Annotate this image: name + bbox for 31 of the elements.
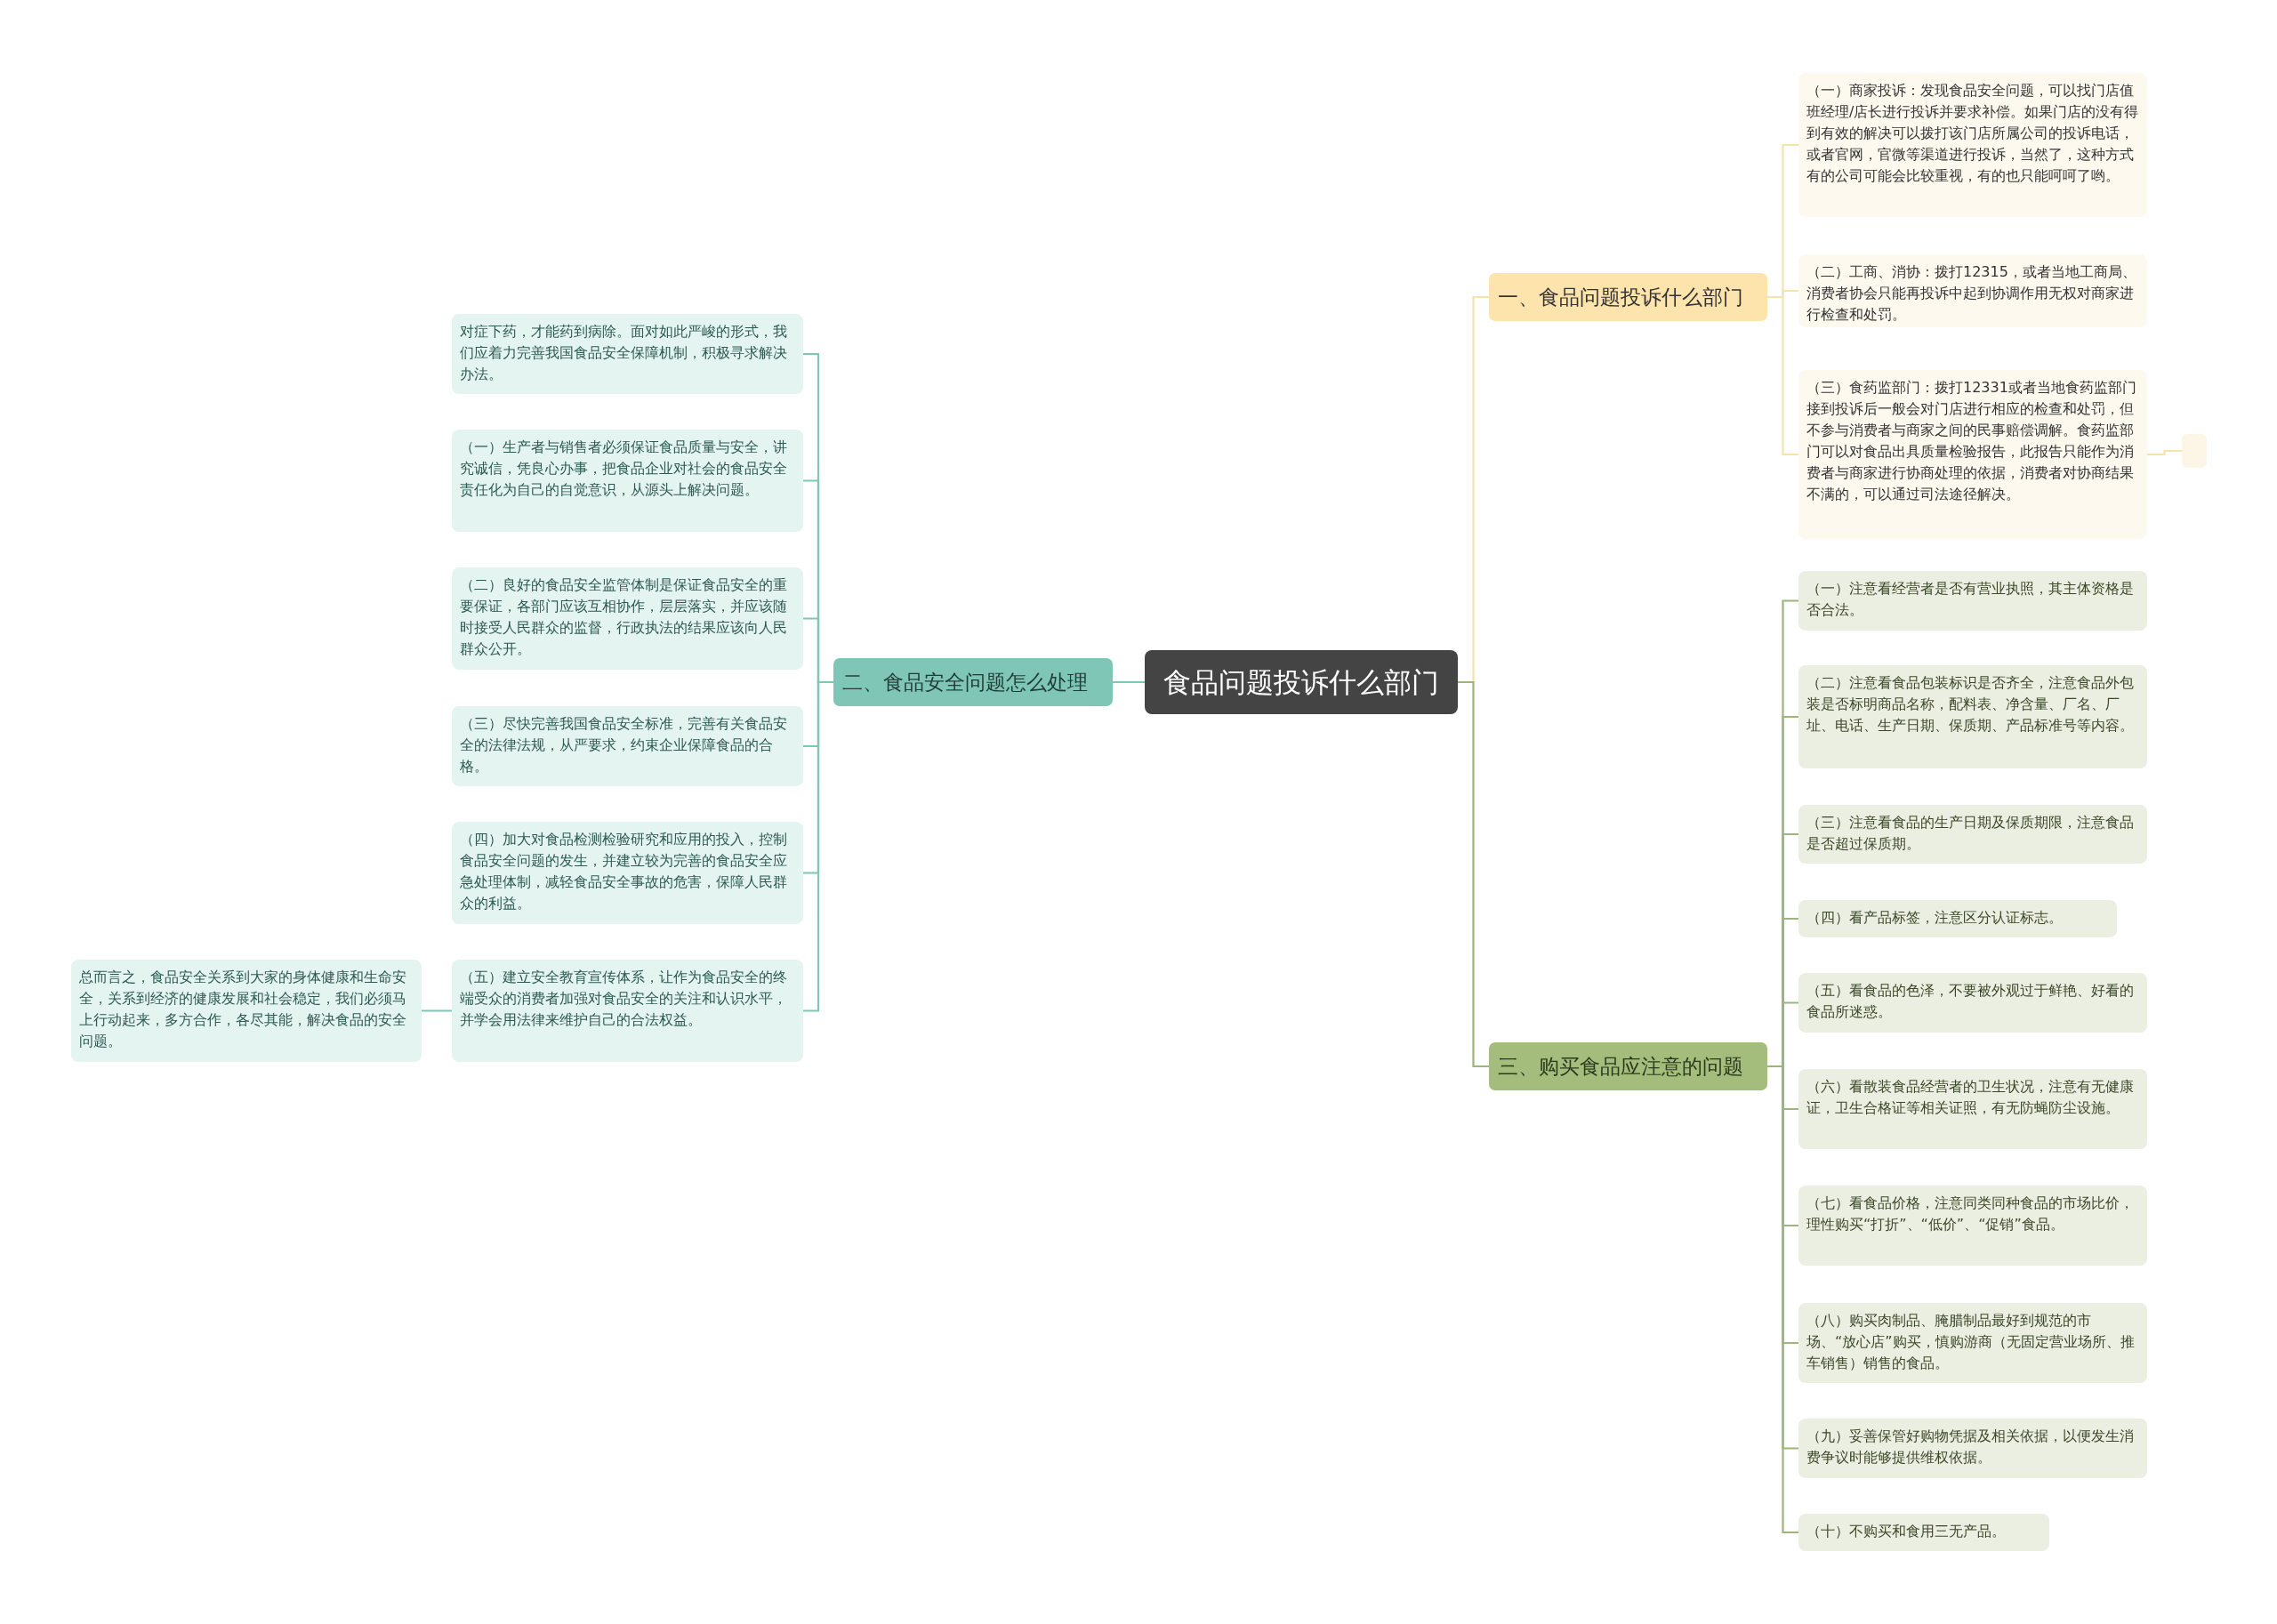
subtopic-box: （三）食药监部门：拨打12331或者当地食药监部门接到投诉后一般会对门店进行相应的检查和处罚，但不参与消费者与商家之间的民事赔偿调解。食药监部门可以对食品出具质量检验报告，此报告只能作为消费者与商家进行协商处理的依据，消费者对协商结果不满的，可以通过司法途径解决。 xyxy=(1798,370,2147,539)
subtopic-box: （六）看散装食品经营者的卫生状况，注意有无健康证，卫生合格证等相关证照，有无防蝇防尘设施。 xyxy=(1798,1069,2147,1149)
connector-line xyxy=(1113,680,1145,684)
subtopic-box: （二）工商、消协：拨打12315，或者当地工商局、消费者协会只能再投诉中起到协调作用无权对商家进行检查和处罚。 xyxy=(1798,254,2147,327)
subtopic-box: （四）看产品标签，注意区分认证标志。 xyxy=(1798,900,2117,937)
connector-line xyxy=(422,1009,452,1012)
branch-topic-box: 三、购买食品应注意的问题 xyxy=(1489,1042,1767,1090)
subtopic-box: （一）注意看经营者是否有营业执照，其主体资格是否合法。 xyxy=(1798,571,2147,631)
subtopic-box: 对症下药，才能药到病除。面对如此严峻的形式，我们应着力完善我国食品安全保障机制，积极寻求解决办法。 xyxy=(452,314,803,394)
subtopic-box: （七）看食品价格，注意同类同种食品的市场比价，理性购买“打折”、“低价”、“促销”食品。 xyxy=(1798,1186,2147,1266)
branch-topic-box: 二、食品安全问题怎么处理 xyxy=(833,658,1113,706)
subtopic-box: （一）商家投诉：发现食品安全问题，可以找门店值班经理/店长进行投诉并要求补偿。如果门店的没有得到有效的解决可以拨打该门店所属公司的投诉电话，或者官网，官微等渠道进行投诉，当然了，这种方式有的公司可能会比较重视，有的也只能呵呵了哟。 xyxy=(1798,73,2147,217)
subtopic-box: （四）加大对食品检测检验研究和应用的投入，控制食品安全问题的发生，并建立较为完善的食品安全应急处理体制，减轻食品安全事故的危害，保障人民群众的利益。 xyxy=(452,822,803,924)
connector-line xyxy=(1767,295,1798,456)
empty-topic-box xyxy=(2182,434,2207,468)
connector-line xyxy=(803,680,833,1012)
connector-line xyxy=(1458,680,1489,1068)
subtopic-box: 总而言之，食品安全关系到大家的身体健康和生命安全，关系到经济的健康发展和社会稳定，我们必须马上行动起来，多方合作，各尽其能，解决食品的安全问题。 xyxy=(71,960,422,1062)
subtopic-box: （五）看食品的色泽，不要被外观过于鲜艳、好看的食品所迷惑。 xyxy=(1798,973,2147,1033)
subtopic-box: （十）不购买和食用三无产品。 xyxy=(1798,1514,2049,1551)
subtopic-box: （三）注意看食品的生产日期及保质期限，注意食品是否超过保质期。 xyxy=(1798,805,2147,864)
subtopic-box: （一）生产者与销售者必须保证食品质量与安全，讲究诚信，凭良心办事，把食品企业对社会的食品安全责任化为自己的自觉意识，从源头上解决问题。 xyxy=(452,430,803,532)
subtopic-box: （五）建立安全教育宣传体系，让作为食品安全的终端受众的消费者加强对食品安全的关注和认识水平，并学会用法律来维护自己的合法权益。 xyxy=(452,960,803,1062)
subtopic-box: （九）妥善保管好购物凭据及相关依据，以便发生消费争议时能够提供维权依据。 xyxy=(1798,1419,2147,1478)
subtopic-box: （二）注意看食品包装标识是否齐全，注意食品外包装是否标明商品名称，配料表、净含量、厂名、厂址、电话、生产日期、保质期、产品标准号等内容。 xyxy=(1798,665,2147,768)
subtopic-box: （八）购买肉制品、腌腊制品最好到规范的市场、“放心店”购买，慎购游商（无固定营业场所、推车销售）销售的食品。 xyxy=(1798,1303,2147,1383)
central-topic-box: 食品问题投诉什么部门 xyxy=(1145,650,1458,714)
connector-line xyxy=(2147,449,2182,456)
subtopic-box: （三）尽快完善我国食品安全标准，完善有关食品安全的法律法规，从严要求，约束企业保障食品的合格。 xyxy=(452,706,803,786)
branch-topic-box: 一、食品问题投诉什么部门 xyxy=(1489,273,1767,321)
subtopic-box: （二）良好的食品安全监管体制是保证食品安全的重要保证，各部门应该互相协作，层层落实，并应该随时接受人民群众的监督，行政执法的结果应该向人民群众公开。 xyxy=(452,567,803,670)
